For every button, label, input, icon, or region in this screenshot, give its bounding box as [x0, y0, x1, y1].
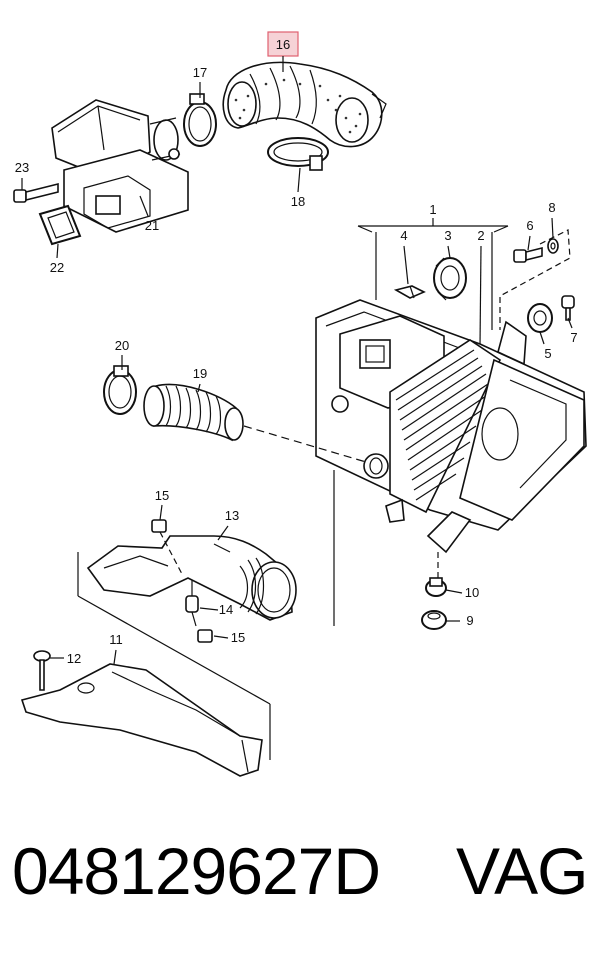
screw-12 — [33, 650, 51, 691]
washer-8 — [547, 238, 559, 254]
callout-1: 1 — [429, 202, 436, 217]
callout-13: 13 — [225, 508, 239, 523]
exploded-parts-diagram: 16 17 18 21 23 22 — [13, 31, 587, 777]
grommet-9 — [421, 610, 447, 630]
stud-14 — [185, 580, 199, 627]
brand-name: VAG — [456, 834, 588, 908]
callout-23: 23 — [15, 160, 29, 175]
callout-22: 22 — [50, 260, 64, 275]
callout-20: 20 — [115, 338, 129, 353]
bolt-6 — [513, 246, 543, 263]
callout-18: 18 — [291, 194, 305, 209]
air-guide-11 — [20, 663, 263, 777]
gasket-22 — [38, 204, 82, 246]
callout-5: 5 — [544, 346, 551, 361]
air-mass-meter-21 — [51, 99, 189, 233]
hose-clamp-18 — [267, 137, 329, 171]
grommet-5 — [527, 303, 553, 333]
callout-10: 10 — [465, 585, 479, 600]
bolt-23 — [13, 182, 59, 203]
group-bracket-1 — [357, 218, 509, 233]
callout-12: 12 — [67, 651, 81, 666]
callout-6: 6 — [526, 218, 533, 233]
callout-15-bottom: 15 — [231, 630, 245, 645]
corrugated-hose-19 — [143, 383, 244, 442]
callout-7: 7 — [570, 330, 577, 345]
part-number: 048129627D — [12, 834, 381, 908]
callout-4: 4 — [400, 228, 407, 243]
callout-21: 21 — [145, 218, 159, 233]
grommet-10 — [425, 577, 447, 597]
callout-9: 9 — [466, 613, 473, 628]
air-filter-housing — [315, 299, 587, 554]
clip-4 — [393, 285, 426, 299]
hose-clamp-20 — [103, 365, 137, 415]
callout-8: 8 — [548, 200, 555, 215]
bolt-7 — [561, 295, 575, 321]
nut-15-top — [151, 519, 167, 533]
frame-lines — [77, 232, 493, 760]
callout-11: 11 — [109, 632, 123, 647]
grommet-3 — [433, 257, 467, 301]
callout-17: 17 — [193, 65, 207, 80]
callout-19: 19 — [193, 366, 207, 381]
nut-15-bottom — [197, 629, 213, 643]
callout-2: 2 — [477, 228, 484, 243]
callout-16: 16 — [276, 37, 290, 52]
callout-14: 14 — [219, 602, 233, 617]
callout-3: 3 — [444, 228, 451, 243]
hose-clamp-17 — [183, 93, 217, 147]
intake-duct-13 — [86, 535, 297, 621]
callout-15-top: 15 — [155, 488, 169, 503]
intake-hose-16 — [222, 61, 387, 148]
